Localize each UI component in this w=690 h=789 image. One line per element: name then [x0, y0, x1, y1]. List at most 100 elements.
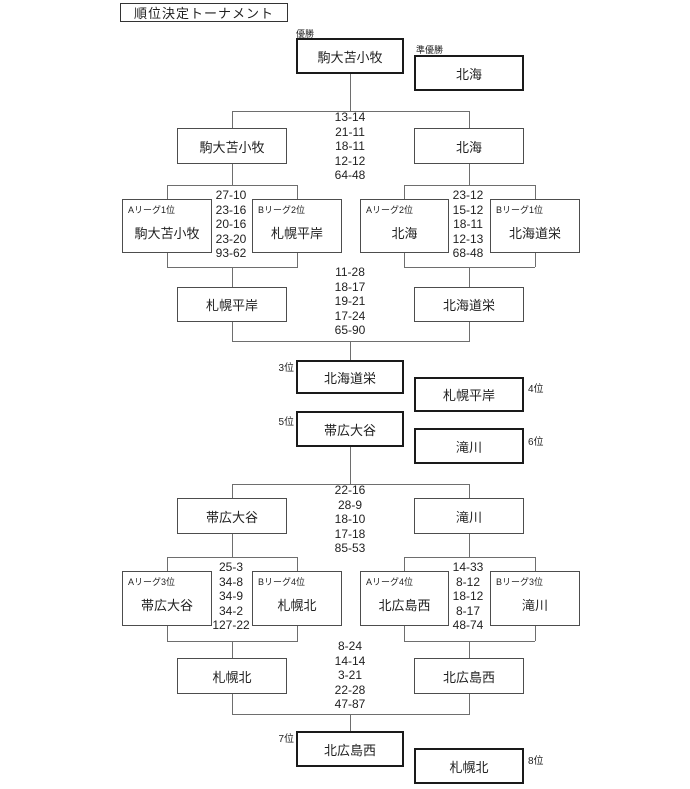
- team-name: 滝川: [521, 598, 548, 613]
- rank-7-box: 北広島西: [296, 731, 404, 767]
- connector-line: [535, 557, 536, 571]
- team-name: 駒大苫小牧: [134, 225, 200, 241]
- score-line: 17-24: [334, 308, 366, 323]
- third-place-right-box: 北海道栄: [414, 287, 524, 322]
- score-line: 8-17: [455, 603, 481, 618]
- score-line: 27-10: [215, 188, 247, 202]
- fifth-place-left-box: 帯広大谷: [177, 498, 287, 534]
- connector-line: [404, 557, 405, 571]
- score-line: 17-18: [334, 526, 366, 541]
- score-line: 65-90: [334, 323, 366, 337]
- connector-line: [469, 164, 470, 185]
- connector-line: [404, 185, 405, 199]
- score-line: 34-8: [218, 574, 244, 589]
- connector-line: [469, 534, 470, 557]
- score-line: 47-87: [334, 697, 366, 711]
- connector-line: [535, 626, 536, 641]
- connector-line: [167, 626, 168, 641]
- connector-line: [469, 111, 470, 128]
- score-line: 18-17: [334, 279, 366, 294]
- champion-label: 優勝: [296, 29, 315, 39]
- score-line: 15-12: [452, 202, 484, 217]
- rank-6-label: 6位: [528, 437, 544, 448]
- seed-label: Bリーグ2位: [258, 205, 306, 215]
- score-line: 12-13: [452, 231, 484, 246]
- qf-box: Aリーグ3位 帯広大谷: [122, 571, 212, 626]
- connector-line: [350, 341, 351, 360]
- lower-left-qf-scores: 25-3 34-8 34-9 34-2 127-22: [196, 560, 266, 633]
- connector-line: [167, 185, 168, 199]
- connector-line: [232, 484, 233, 498]
- third-place-scores: 11-28 18-17 19-21 17-24 65-90: [300, 265, 400, 338]
- connector-line: [404, 557, 535, 558]
- score-line: 14-14: [334, 653, 366, 668]
- score-line: 93-62: [215, 246, 247, 260]
- score-line: 18-11: [453, 217, 483, 231]
- rank-5-box: 帯広大谷: [296, 411, 404, 447]
- qf-box: Bリーグ4位 札幌北: [252, 571, 342, 626]
- qf-box: Bリーグ3位 滝川: [490, 571, 580, 626]
- connector-line: [232, 641, 233, 658]
- connector-line: [232, 322, 233, 341]
- team-name: 北海道栄: [508, 225, 561, 241]
- connector-line: [350, 447, 351, 484]
- team-name: 北海: [391, 225, 418, 241]
- rank-8-box: 札幌北: [414, 748, 524, 784]
- seventh-place-left-box: 札幌北: [177, 658, 287, 694]
- semifinal-left-box: 駒大苫小牧: [177, 128, 287, 164]
- team-name: 札幌北: [277, 598, 317, 613]
- score-line: 19-21: [334, 294, 366, 308]
- lower-right-qf-scores: 14-33 8-12 18-12 8-17 48-74: [433, 560, 503, 633]
- score-line: 12-12: [334, 153, 366, 168]
- score-line: 127-22: [212, 618, 250, 632]
- seed-label: Aリーグ1位: [128, 205, 176, 215]
- champion-box: 駒大苫小牧: [296, 38, 404, 74]
- connector-line: [297, 626, 298, 641]
- seventh-place-scores: 8-24 14-14 3-21 22-28 47-87: [300, 639, 400, 712]
- connector-line: [469, 267, 470, 287]
- team-name: 札幌平岸: [270, 225, 323, 241]
- connector-line: [297, 557, 298, 571]
- final-scores: 13-14 21-11 18-11 12-12 64-48: [300, 110, 400, 183]
- qf-box: Aリーグ2位 北海: [360, 199, 449, 253]
- score-line: 23-20: [215, 231, 247, 246]
- seed-label: Aリーグ2位: [366, 205, 414, 215]
- connector-line: [167, 557, 168, 571]
- connector-line: [297, 253, 298, 267]
- connector-line: [469, 484, 470, 498]
- connector-line: [232, 484, 470, 485]
- score-line: 18-12: [452, 589, 484, 603]
- score-line: 48-74: [452, 618, 484, 632]
- rank-7-label: 7位: [278, 734, 294, 745]
- connector-line: [167, 557, 298, 558]
- connector-line: [232, 694, 233, 714]
- score-line: 64-48: [334, 168, 366, 182]
- qf-box: Bリーグ1位 北海道栄: [490, 199, 580, 253]
- connector-line: [232, 267, 233, 287]
- score-line: 23-16: [215, 202, 247, 217]
- rank-4-label: 4位: [528, 384, 544, 395]
- score-line: 20-16: [215, 217, 247, 231]
- score-line: 21-11: [335, 124, 365, 139]
- connector-line: [232, 534, 233, 557]
- score-line: 8-12: [455, 574, 481, 589]
- score-line: 34-9: [218, 589, 244, 603]
- connector-line: [232, 164, 233, 185]
- connector-line: [535, 185, 536, 199]
- rank-6-box: 滝川: [414, 428, 524, 464]
- score-line: 34-2: [218, 603, 244, 618]
- tournament-title: 順位決定トーナメント: [120, 3, 288, 22]
- score-line: 22-16: [334, 483, 366, 497]
- qf-box: Bリーグ2位 札幌平岸: [252, 199, 342, 253]
- connector-line: [297, 185, 298, 199]
- qf-box: Aリーグ4位 北広島西: [360, 571, 449, 626]
- connector-line: [232, 111, 233, 128]
- connector-line: [404, 253, 405, 267]
- connector-line: [535, 253, 536, 267]
- rank-8-label: 8位: [528, 756, 544, 767]
- score-line: 3-21: [337, 668, 363, 682]
- rank-5-label: 5位: [278, 417, 294, 428]
- connector-line: [469, 641, 470, 658]
- score-line: 18-11: [335, 139, 365, 153]
